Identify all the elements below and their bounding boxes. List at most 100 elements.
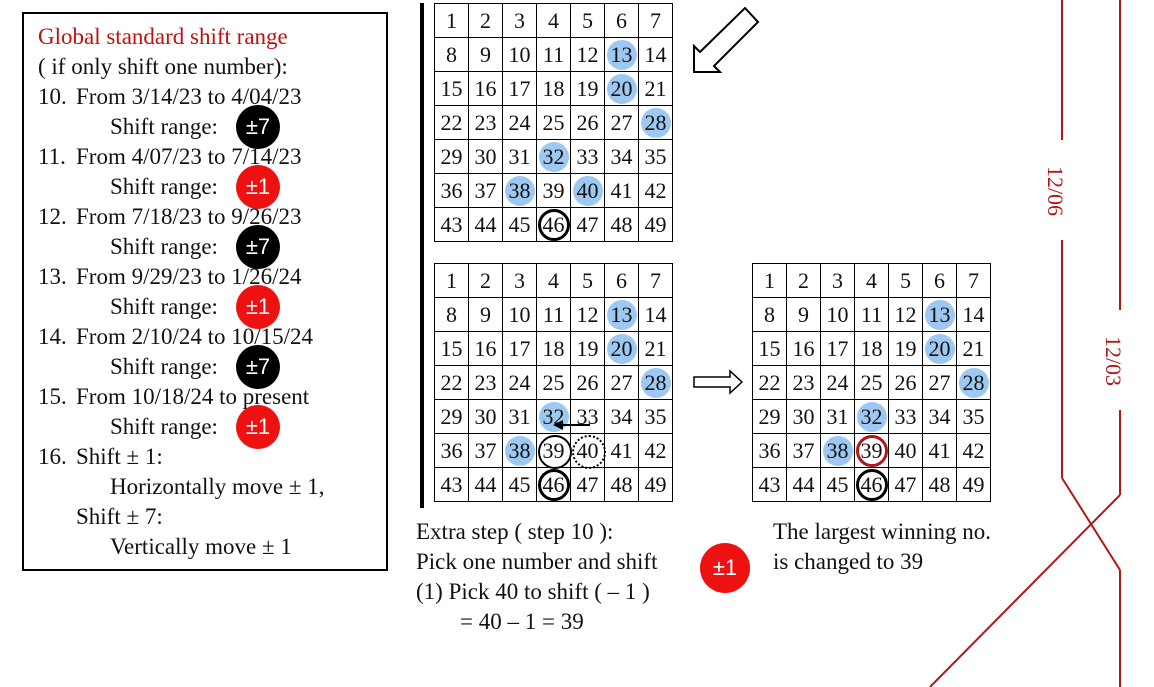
grid-cell: 34 xyxy=(604,399,639,434)
result-line-2: is changed to 39 xyxy=(773,549,924,574)
grid-cell: 39 xyxy=(854,433,889,468)
grid-cell: 9 xyxy=(468,37,503,72)
step-one-line: (1) Pick 40 to shift ( – 1 ) xyxy=(416,579,650,604)
highlight-circle xyxy=(822,435,853,466)
cell-number: 48 xyxy=(610,471,633,497)
grid-cell: 8 xyxy=(752,297,787,332)
cell-number: 43 xyxy=(440,211,463,237)
grid-cell: 31 xyxy=(502,139,537,174)
grid-cell: 26 xyxy=(888,365,923,400)
cell-number: 22 xyxy=(440,109,463,135)
date-label-first: 12/06 xyxy=(1043,165,1069,217)
grid-cell: 21 xyxy=(638,71,673,106)
cell-number: 26 xyxy=(576,369,599,395)
grid-cell: 20 xyxy=(604,331,639,366)
grid-cell: 19 xyxy=(888,331,923,366)
grid-cell: 6 xyxy=(604,3,639,38)
cell-number: 29 xyxy=(440,403,463,429)
grid-cell: 28 xyxy=(638,105,673,140)
grid-cell: 44 xyxy=(468,207,503,242)
highlight-circle xyxy=(606,333,637,364)
cell-number: 8 xyxy=(446,301,457,327)
cell-number: 41 xyxy=(610,437,633,463)
cell-number: 27 xyxy=(928,369,951,395)
entry-period-12: 12.From 7/18/23 to 9/26/23 xyxy=(38,204,302,229)
cell-number: 31 xyxy=(508,403,531,429)
cell-number: 3 xyxy=(514,267,525,293)
highlight-circle xyxy=(538,401,569,432)
cell-number: 1 xyxy=(446,267,457,293)
cell-number: 35 xyxy=(962,403,985,429)
cell-number: 41 xyxy=(928,437,951,463)
cell-number: 42 xyxy=(962,437,985,463)
timeline-line-b-diag xyxy=(929,494,1121,687)
entry-period-15: 15.From 10/18/24 to present xyxy=(38,384,310,409)
grid-cell: 49 xyxy=(956,467,991,502)
cell-number: 26 xyxy=(576,109,599,135)
cell-number: 9 xyxy=(480,41,491,67)
grid-cell: 46 xyxy=(536,467,571,502)
grid-cell: 6 xyxy=(604,263,639,298)
grid-cell: 10 xyxy=(502,297,537,332)
cell-number: 27 xyxy=(610,369,633,395)
cell-number: 2 xyxy=(480,267,491,293)
cell-number: 20 xyxy=(610,335,633,361)
grid-cell: 10 xyxy=(820,297,855,332)
cell-number: 21 xyxy=(644,335,667,361)
highlight-circle xyxy=(538,141,569,172)
grid-cell: 27 xyxy=(922,365,957,400)
divider-line xyxy=(420,3,424,508)
cell-number: 23 xyxy=(792,369,815,395)
cell-number: 2 xyxy=(798,267,809,293)
grid-cell: 49 xyxy=(638,207,673,242)
cell-number: 37 xyxy=(792,437,815,463)
highlight-circle xyxy=(572,175,603,206)
cell-number: 7 xyxy=(650,267,661,293)
grid-cell: 48 xyxy=(604,207,639,242)
cell-number: 36 xyxy=(440,437,463,463)
grid-cell: 24 xyxy=(820,365,855,400)
highlight-circle xyxy=(606,39,637,70)
grid-cell: 43 xyxy=(434,467,469,502)
cell-number: 32 xyxy=(542,143,565,169)
grid-cell: 36 xyxy=(434,173,469,208)
grid-cell: 19 xyxy=(570,71,605,106)
grid-cell: 44 xyxy=(786,467,821,502)
black-ring xyxy=(855,468,888,501)
black-ring xyxy=(537,468,570,501)
grid-cell: 12 xyxy=(888,297,923,332)
grid-cell: 39 xyxy=(536,173,571,208)
grid-cell: 48 xyxy=(922,467,957,502)
cell-number: 23 xyxy=(474,109,497,135)
cell-number: 24 xyxy=(508,369,531,395)
grid-cell: 10 xyxy=(502,37,537,72)
grid-cell: 5 xyxy=(570,263,605,298)
grid-cell: 12 xyxy=(570,297,605,332)
cell-number: 19 xyxy=(894,335,917,361)
grid-cell: 21 xyxy=(638,331,673,366)
cell-number: 45 xyxy=(508,211,531,237)
grid-cell: 28 xyxy=(638,365,673,400)
entry-period-11: 11.From 4/07/23 to 7/14/23 xyxy=(38,144,302,169)
cell-number: 25 xyxy=(542,369,565,395)
grid-cell: 22 xyxy=(434,105,469,140)
cell-number: 17 xyxy=(508,75,531,101)
grid-cell: 28 xyxy=(956,365,991,400)
cell-number: 29 xyxy=(758,403,781,429)
cell-number: 15 xyxy=(440,75,463,101)
entry-shift-label-15: Shift range: xyxy=(110,414,218,439)
shift-range-panel: Global standard shift range ( if only sh… xyxy=(22,12,388,571)
grid-cell: 12 xyxy=(570,37,605,72)
cell-number: 40 xyxy=(576,177,599,203)
cell-number: 25 xyxy=(860,369,883,395)
highlight-circle xyxy=(504,435,535,466)
cell-number: 24 xyxy=(826,369,849,395)
highlight-circle xyxy=(640,367,671,398)
grid-cell: 36 xyxy=(752,433,787,468)
highlight-circle xyxy=(606,73,637,104)
grid-cell: 27 xyxy=(604,105,639,140)
grid-cell: 29 xyxy=(752,399,787,434)
cell-number: 14 xyxy=(644,301,667,327)
cell-number: 4 xyxy=(548,7,559,33)
